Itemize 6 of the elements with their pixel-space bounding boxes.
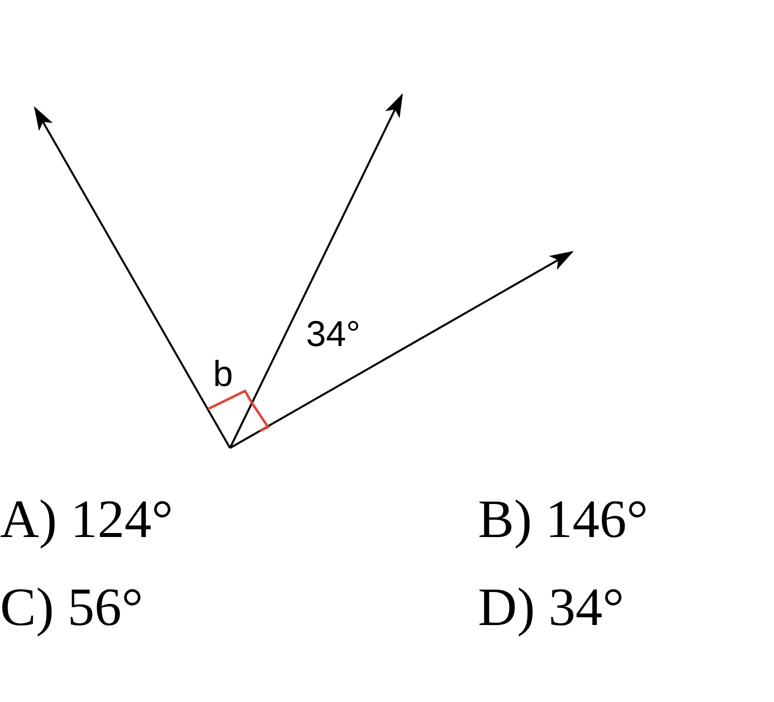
answer-choice: C) 56° [0,580,144,634]
answer-choice: B) 146° [478,492,648,546]
angle-label: 34° [306,316,360,352]
answer-choice: A) 124° [0,492,174,546]
angle-label: b [213,356,234,392]
answer-choice: D) 34° [478,580,624,634]
